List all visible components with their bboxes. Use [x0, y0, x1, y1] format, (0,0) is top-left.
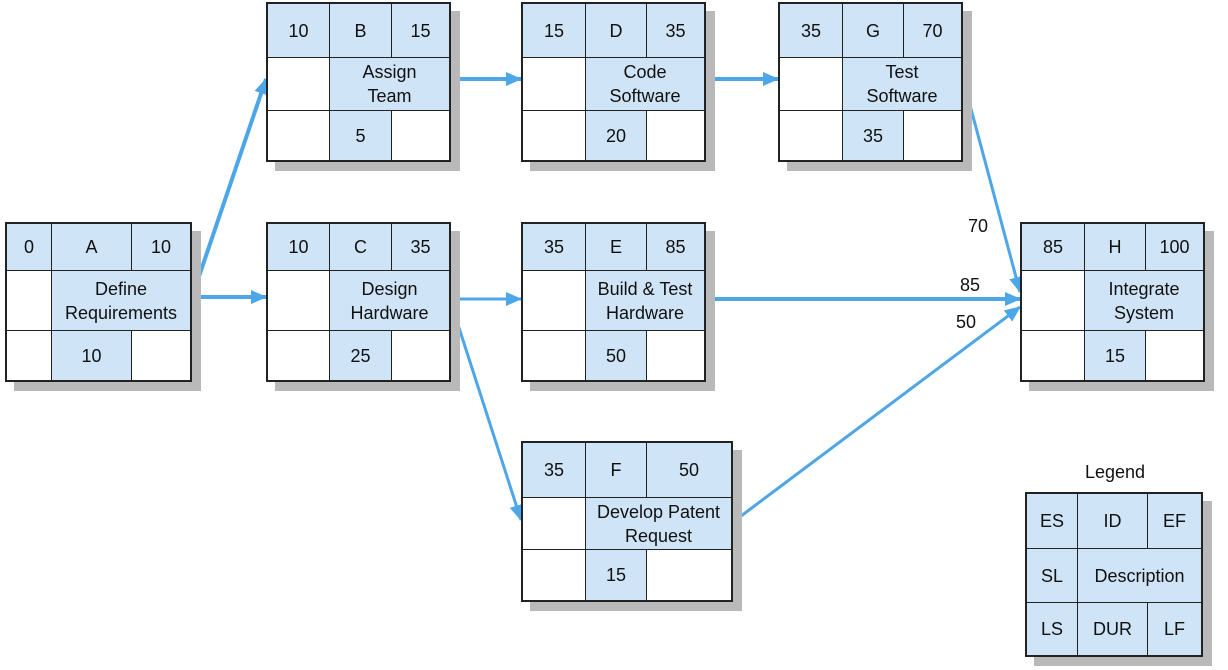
late-finish [646, 110, 704, 160]
early-start: 10 [268, 4, 329, 57]
slack [523, 270, 585, 330]
late-start [268, 330, 329, 380]
early-finish: 35 [646, 4, 704, 57]
late-finish [646, 330, 704, 380]
legend-sl: SL [1027, 548, 1077, 602]
legend-ls: LS [1027, 602, 1077, 655]
activity-id: G [842, 4, 903, 57]
early-finish: 35 [391, 224, 449, 270]
activity-description: Define Requirements [51, 270, 190, 330]
late-start [268, 110, 329, 160]
edge-label-g-to-h: 70 [968, 216, 989, 236]
duration: 50 [585, 330, 646, 380]
activity-node-f: 35 F 50 Develop Patent Request 15 [521, 441, 733, 602]
legend-ef: EF [1147, 494, 1201, 548]
late-finish [391, 330, 449, 380]
activity-id: F [585, 443, 646, 497]
activity-node-c: 10 C 35 Design Hardware 25 [266, 222, 451, 382]
early-finish: 15 [391, 4, 449, 57]
duration: 25 [329, 330, 391, 380]
duration: 15 [1084, 330, 1145, 380]
early-finish: 100 [1145, 224, 1203, 270]
late-finish [903, 110, 961, 160]
activity-node-e: 35 E 85 Build & Test Hardware 50 [521, 222, 706, 382]
late-start [523, 110, 585, 160]
legend-box: ES ID EF SL Description LS DUR LF [1025, 492, 1203, 657]
early-start: 35 [780, 4, 842, 57]
early-start: 15 [523, 4, 585, 57]
duration: 15 [585, 549, 646, 600]
early-finish: 10 [131, 224, 190, 270]
early-finish: 85 [646, 224, 704, 270]
arrow-a-to-b [190, 78, 268, 298]
activity-node-b: 10 B 15 Assign Team 5 [266, 2, 451, 162]
legend-description: Description [1077, 548, 1201, 602]
legend-es: ES [1027, 494, 1077, 548]
early-start: 35 [523, 443, 585, 497]
activity-description: Build & Test Hardware [585, 270, 704, 330]
late-start [523, 549, 585, 600]
duration: 35 [842, 110, 903, 160]
activity-node-h: 85 H 100 Integrate System 15 [1020, 222, 1205, 382]
late-finish [646, 549, 731, 600]
slack [1022, 270, 1084, 330]
activity-id: D [585, 4, 646, 57]
early-finish: 50 [646, 443, 731, 497]
edge-label-e-to-h: 85 [960, 275, 981, 295]
activity-description: Integrate System [1084, 270, 1203, 330]
activity-node-g: 35 G 70 Test Software 35 [778, 2, 963, 162]
early-start: 10 [268, 224, 329, 270]
duration: 10 [51, 330, 131, 380]
arrow-g-to-h [961, 78, 1023, 293]
duration: 20 [585, 110, 646, 160]
slack [268, 57, 329, 110]
activity-description: Design Hardware [329, 270, 449, 330]
late-finish [391, 110, 449, 160]
activity-id: A [51, 224, 131, 270]
late-start [523, 330, 585, 380]
edge-label-f-to-h: 50 [956, 312, 977, 332]
legend-id: ID [1077, 494, 1147, 548]
activity-description: Develop Patent Request [585, 497, 731, 549]
early-start: 0 [7, 224, 51, 270]
late-start [7, 330, 51, 380]
arrow-f-to-h [732, 305, 1021, 524]
slack [523, 497, 585, 549]
activity-description: Assign Team [329, 57, 449, 110]
activity-id: H [1084, 224, 1145, 270]
activity-id: C [329, 224, 391, 270]
legend-lf: LF [1147, 602, 1201, 655]
activity-id: B [329, 4, 391, 57]
arrow-c-to-f [449, 302, 524, 521]
activity-node-a: 0 A 10 Define Requirements 10 [5, 222, 192, 382]
legend-dur: DUR [1077, 602, 1147, 655]
slack [268, 270, 329, 330]
activity-description: Code Software [585, 57, 704, 110]
activity-node-d: 15 D 35 Code Software 20 [521, 2, 706, 162]
slack [7, 270, 51, 330]
duration: 5 [329, 110, 391, 160]
slack [523, 57, 585, 110]
activity-description: Test Software [842, 57, 961, 110]
early-finish: 70 [903, 4, 961, 57]
late-finish [1145, 330, 1203, 380]
slack [780, 57, 842, 110]
legend-title: Legend [1085, 462, 1146, 482]
early-start: 35 [523, 224, 585, 270]
late-start [780, 110, 842, 160]
late-finish [131, 330, 190, 380]
activity-id: E [585, 224, 646, 270]
late-start [1022, 330, 1084, 380]
early-start: 85 [1022, 224, 1084, 270]
